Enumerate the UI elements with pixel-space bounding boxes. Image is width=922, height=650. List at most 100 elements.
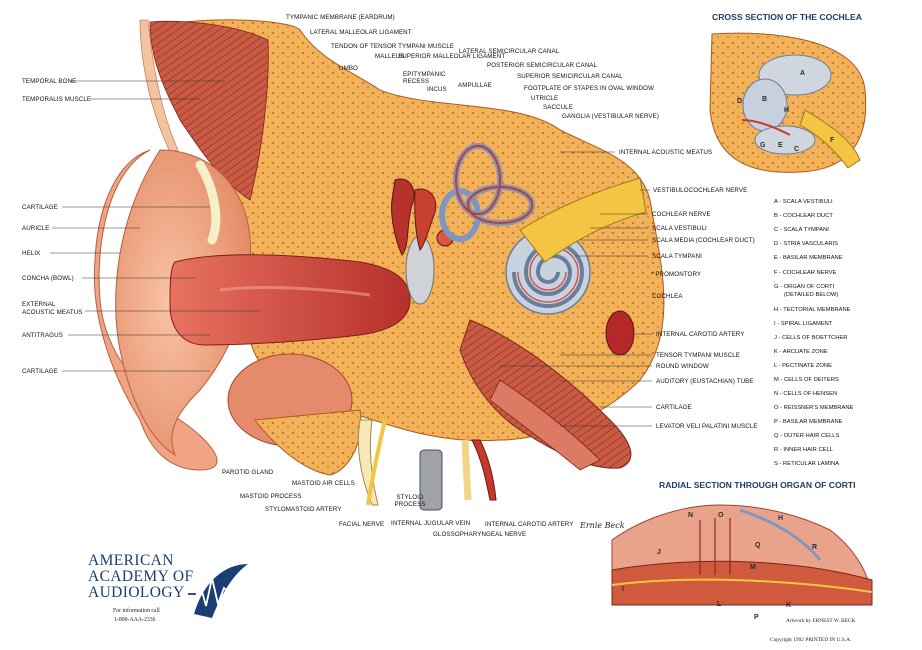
label-auricle: AURICLE (22, 225, 50, 232)
label-tendon-tensor-tympani: TENDON OF TENSOR TYMPANI MUSCLE (331, 43, 455, 50)
ossicles-shape (391, 178, 454, 256)
internal-carotid-artery-shape (605, 310, 635, 356)
label-cartilage-right: CARTILAGE (656, 404, 692, 411)
legend-item: C - SCALA TYMPANI (774, 227, 829, 233)
label-external-meatus-1: EXTERNAL (22, 301, 56, 308)
legend-item: N - CELLS OF HENSEN (774, 391, 838, 397)
leader-lines (50, 80, 652, 427)
label-styloid-process-2: PROCESS (394, 501, 426, 508)
brand-line-1: AMERICAN (88, 552, 174, 569)
corti-letter: R (812, 544, 818, 551)
label-internal-carotid-artery-right: INTERNAL CAROTID ARTERY (656, 331, 745, 338)
artwork-credit: Artwork by ERNEST W. BECK (786, 618, 856, 624)
label-temporalis-muscle: TEMPORALIS MUSCLE (22, 96, 92, 103)
label-saccule: SACCULE (543, 104, 573, 111)
legend-item: E - BASILAR MEMBRANE (774, 255, 843, 261)
label-lateral-malleolar-ligament: LATERAL MALLEOLAR LIGAMENT (310, 29, 412, 36)
label-mastoid-process: MASTOID PROCESS (240, 493, 302, 500)
label-superior-semicircular-canal: SUPERIOR SEMICIRCULAR CANAL (517, 73, 623, 80)
cochlea-letter: G (760, 142, 766, 149)
legend-item: F - COCHLEAR NERVE (774, 270, 837, 276)
label-posterior-semicircular-canal: POSTERIOR SEMICIRCULAR CANAL (487, 62, 598, 69)
corti-letter: P (754, 614, 759, 621)
legend-item: P - BASILAR MEMBRANE (774, 419, 843, 425)
label-helix: HELIX (22, 250, 41, 257)
label-scala-media: SCALA MEDIA (COCHLEAR DUCT) (652, 237, 755, 244)
artist-signature: Ernie Beck (579, 521, 625, 530)
legend-item: O - REISSNER'S MEMBRANE (774, 405, 854, 411)
label-glossopharyngeal-nerve: GLOSSOPHARYNGEAL NERVE (433, 531, 527, 538)
aaa-logo-icon (188, 564, 248, 618)
label-external-meatus-2: ACOUSTIC MEATUS (22, 309, 83, 316)
label-ampullae: AMPULLAE (458, 82, 492, 89)
legend-item: S - RETICULAR LAMINA (774, 461, 840, 467)
facial-nerve-shape (366, 419, 387, 506)
legend-item: D - STRIA VASCULARIS (774, 241, 838, 247)
label-footplate-stapes: FOOTPLATE OF STAPES IN OVAL WINDOW (524, 85, 655, 92)
legend-item: K - ARCUATE ZONE (774, 349, 828, 355)
label-tympanic-membrane: TYMPANIC MEMBRANE (EARDRUM) (286, 14, 395, 21)
cochlea-letter: E (778, 142, 783, 149)
cochlea-section-title: CROSS SECTION OF THE COCHLEA (712, 12, 862, 22)
legend-item: M - CELLS OF DEITERS (774, 377, 839, 383)
label-internal-jugular-vein: INTERNAL JUGULAR VEIN (391, 520, 471, 527)
label-temporal-bone: TEMPORAL BONE (22, 78, 77, 85)
brand-line-3: AUDIOLOGY (88, 584, 185, 601)
label-internal-acoustic-meatus: INTERNAL ACOUSTIC MEATUS (619, 149, 713, 156)
label-scala-vestibuli: SCALA VESTIBULI (652, 225, 707, 232)
label-styloid-process-1: STYLOID (396, 494, 424, 501)
label-incus: INCUS (427, 86, 447, 93)
corti-letter: I (622, 586, 624, 593)
legend-item: H - TECTORIAL MEMBRANE (774, 307, 851, 313)
label-lateral-semicircular-canal: LATERAL SEMICIRCULAR CANAL (459, 48, 560, 55)
label-internal-carotid-artery-bottom: INTERNAL CAROTID ARTERY (485, 521, 574, 528)
legend-item: I - SPIRAL LIGAMENT (774, 321, 833, 327)
label-cartilage-left-bottom: CARTILAGE (22, 368, 58, 375)
label-concha: CONCHA (BOWL) (22, 275, 74, 282)
brand-line-2: ACADEMY OF (88, 568, 194, 585)
legend-item: J - CELLS OF BOETTCHER (774, 335, 848, 341)
cochlea-cross-section-inset (709, 32, 867, 173)
organ-of-corti-inset (611, 504, 873, 606)
levator-muscle-shape (489, 379, 601, 471)
cochlea-letter: D (737, 98, 743, 105)
label-antitragus: ANTITRAGUS (22, 332, 63, 339)
label-facial-nerve: FACIAL NERVE (339, 521, 385, 528)
label-mastoid-air-cells: MASTOID AIR CELLS (292, 480, 355, 487)
label-epitympanic-recess: EPITYMPANIC RECESS (403, 71, 446, 85)
label-malleus: MALLEUS (375, 53, 405, 60)
label-scala-tympani: SCALA TYMPANI (652, 253, 702, 260)
eustachian-tube-muscles-shape (459, 319, 632, 469)
label-umbo: UMBO (339, 65, 358, 72)
copyright: Copyright 1992 PRINTED IN U.S.A. (770, 637, 852, 643)
external-canal-shape (169, 254, 411, 346)
label-round-window: ROUND WINDOW (656, 363, 709, 370)
label-ganglia: GANGLIA (VESTIBULAR NERVE) (562, 113, 660, 120)
corti-letter: N (688, 512, 694, 519)
corti-letter: M (750, 564, 756, 571)
legend-item: B - COCHLEAR DUCT (774, 213, 833, 219)
corti-letter: K (786, 602, 792, 609)
cochlea-letter: H (784, 107, 790, 114)
legend-item: L - PECTINATE ZONE (774, 363, 832, 369)
cochlea-letter: F (830, 137, 835, 144)
corti-letter: H (778, 515, 784, 522)
label-tensor-tympani-muscle: TENSOR TYMPANI MUSCLE (656, 352, 741, 359)
legend-item: (DETAILED BELOW) (784, 292, 839, 298)
temporalis-muscle-shape (149, 20, 269, 201)
label-levator-veli-palatini: LEVATOR VELI PALATINI MUSCLE (656, 423, 758, 430)
vestibulocochlear-nerve-shape (519, 177, 647, 263)
corti-letter: Q (755, 542, 761, 549)
internal-carotid-bottom-shape (471, 439, 497, 501)
cochlea-letter: C (794, 146, 800, 153)
legend-item: Q - OUTER HAIR CELLS (774, 433, 840, 439)
corti-letter: L (717, 601, 722, 608)
label-promontory: * PROMONTORY (651, 271, 702, 278)
label-utricle: UTRICLE (531, 95, 559, 102)
corti-section-title: RADIAL SECTION THROUGH ORGAN OF CORTI (659, 480, 856, 490)
label-cartilage-left-top: CARTILAGE (22, 204, 58, 211)
label-auditory-tube: AUDITORY (EUSTACHIAN) TUBE (656, 378, 754, 385)
legend-item: A - SCALA VESTIBULI (774, 199, 833, 205)
